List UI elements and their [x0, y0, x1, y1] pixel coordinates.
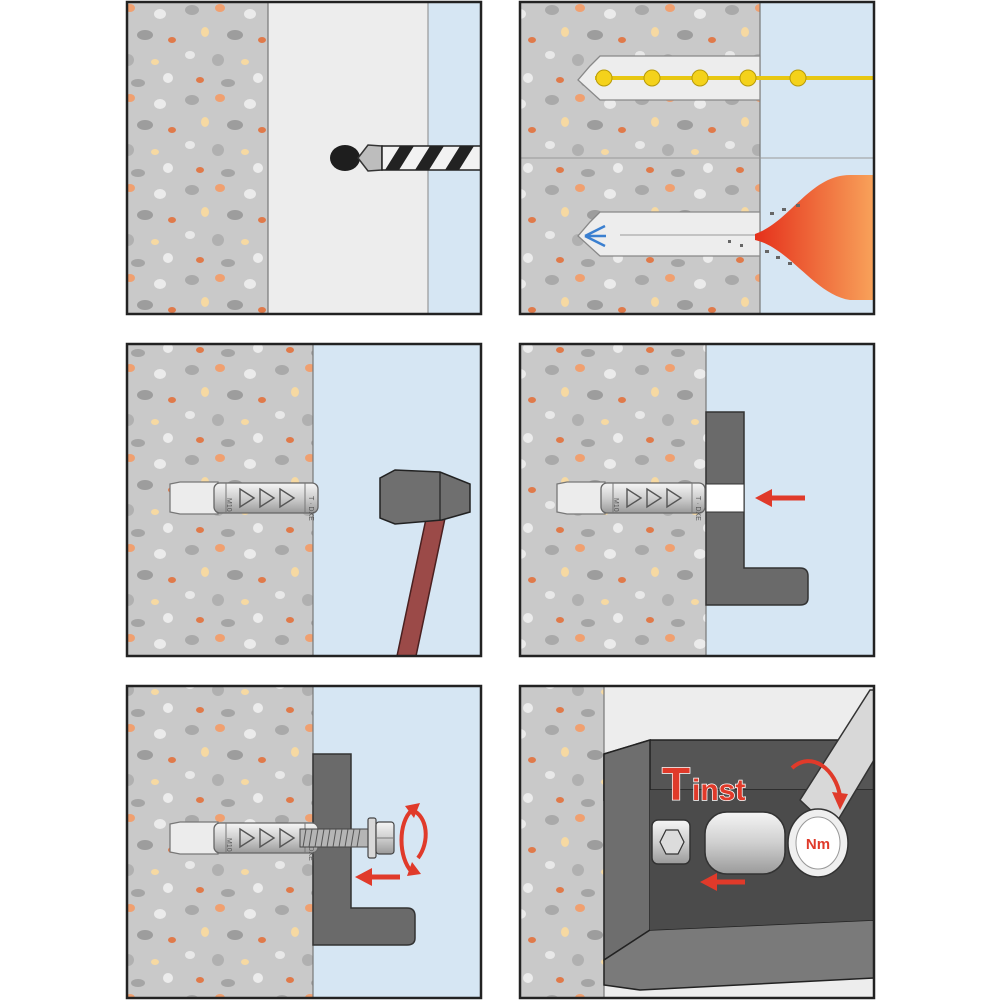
panel-frame — [125, 0, 483, 316]
brush-icon — [577, 55, 874, 101]
torque-unit-label: Nm — [806, 836, 830, 853]
angle-bracket — [705, 411, 809, 606]
step-5-bolt-panel: M10 T · DXE — [127, 686, 481, 998]
torque-wrench-icon: Nm — [704, 689, 874, 878]
concrete-wall — [520, 686, 604, 998]
anchor-marking: M10 T · DXE — [225, 836, 314, 861]
hammer-icon — [379, 469, 471, 656]
blower-icon — [577, 175, 874, 300]
washer — [367, 817, 377, 859]
panel-frame — [125, 342, 483, 658]
drill-bit-icon — [357, 144, 481, 172]
torque-label: T inst — [661, 757, 746, 811]
rotation-arrow-icon — [790, 759, 848, 810]
step-3-hammer-panel: M10 T · DXE — [127, 344, 481, 656]
anchor-sleeve — [169, 481, 319, 515]
panel-frame — [125, 684, 483, 1000]
anchor-size-label: M10 — [225, 498, 232, 512]
drilled-hole — [330, 145, 360, 171]
anchor-size-label: M10 — [225, 838, 232, 852]
step-4-fixture-panel: M10 T · DXE — [520, 344, 874, 656]
anchor-marking: M10 T · DXE — [612, 496, 701, 521]
rotation-arrow-icon — [399, 803, 428, 876]
step-2-clean-panel — [520, 2, 874, 314]
panel-frame — [518, 684, 876, 1000]
push-arrow-icon — [755, 489, 805, 507]
panel-frame — [518, 0, 876, 316]
step-6-torque-panel: Nm T inst — [520, 686, 874, 998]
anchor-sleeve — [169, 821, 319, 855]
bracket-hole — [705, 483, 745, 513]
torque-symbol: T — [662, 758, 690, 810]
panel-frame — [518, 342, 876, 658]
torque-subscript: inst — [692, 774, 745, 807]
push-arrow-icon — [355, 868, 400, 886]
anchor-type-label: T · DXE — [694, 496, 701, 521]
push-arrow-icon — [700, 873, 745, 891]
anchor-marking: M10 T · DXE — [225, 496, 314, 521]
step-1-drill-panel — [127, 2, 481, 314]
anchor-sleeve — [556, 481, 706, 515]
angle-bracket — [312, 753, 416, 946]
anchor-type-label: T · DXE — [307, 836, 314, 861]
anchor-size-label: M10 — [612, 498, 619, 512]
bolt-head — [651, 819, 691, 865]
anchor-type-label: T · DXE — [307, 496, 314, 521]
threaded-bolt — [299, 817, 395, 859]
air-blast — [755, 175, 874, 300]
